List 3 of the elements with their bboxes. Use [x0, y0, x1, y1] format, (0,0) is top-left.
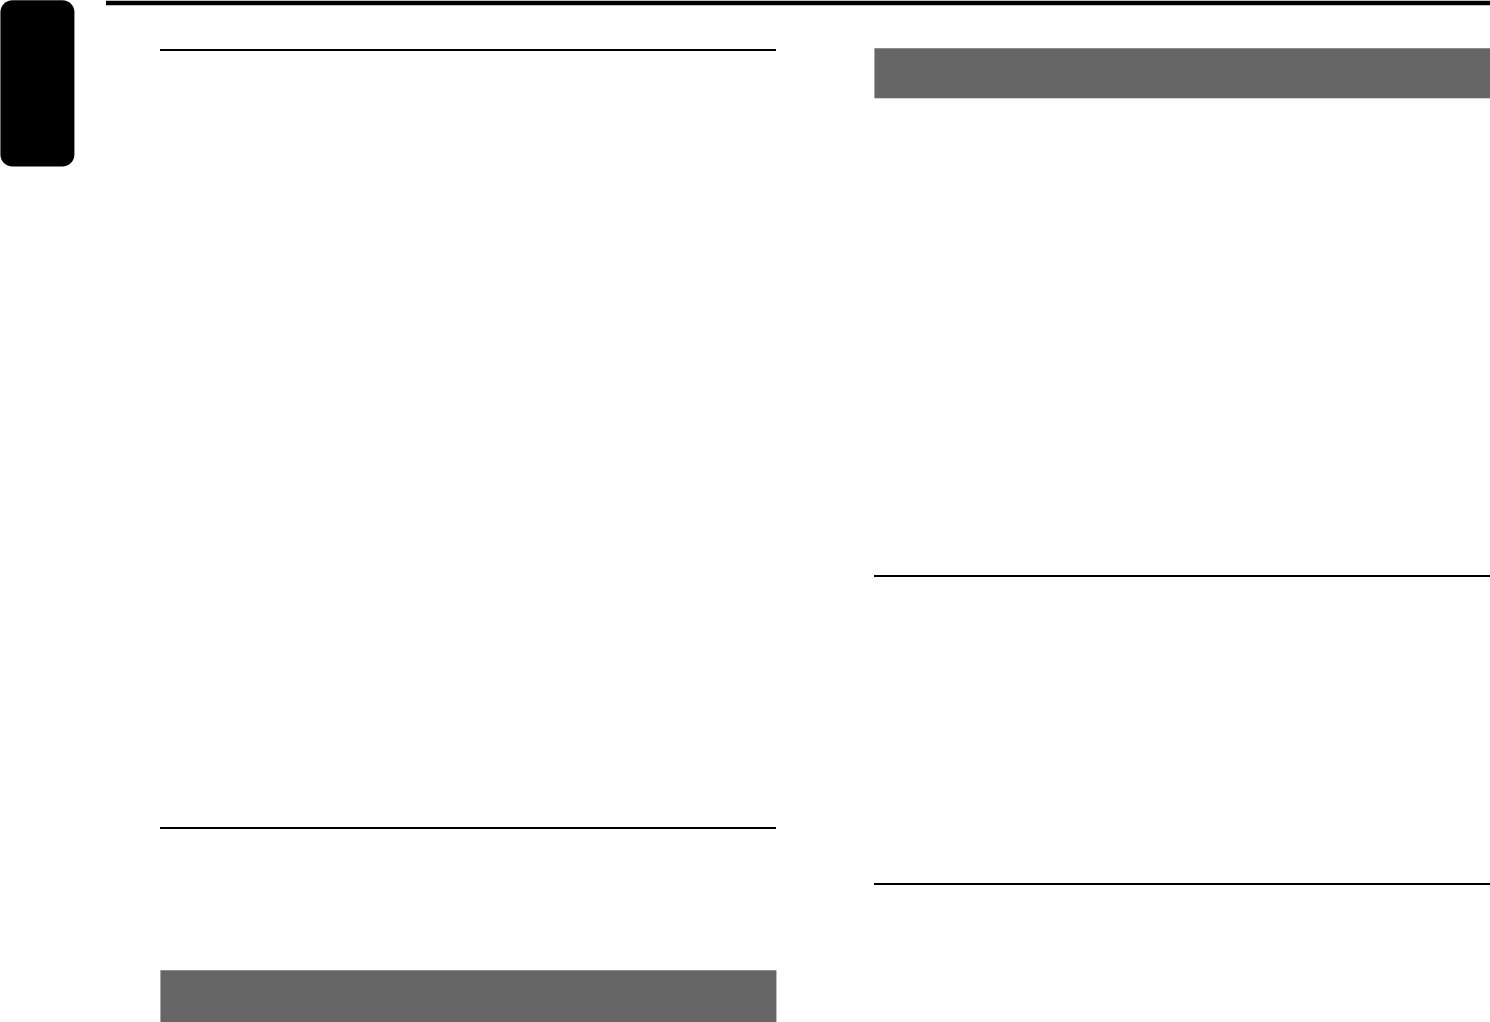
section-bar — [160, 970, 777, 1022]
section-bar — [874, 48, 1490, 99]
side-tab — [0, 0, 75, 167]
